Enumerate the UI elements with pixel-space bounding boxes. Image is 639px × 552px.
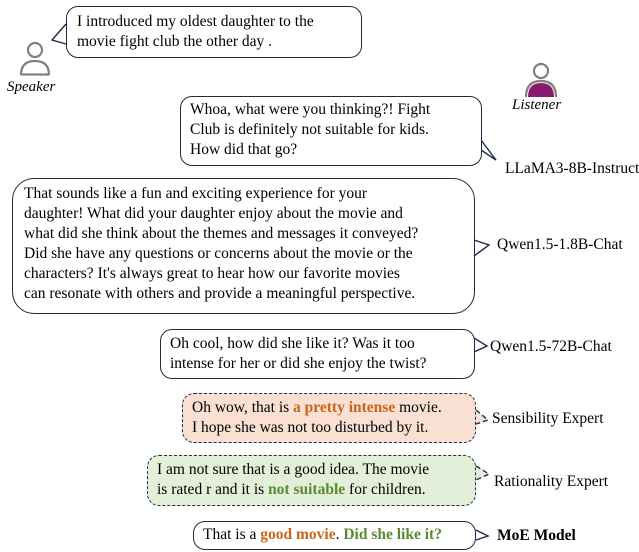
speaker-message-line: movie fight club the other day . xyxy=(77,33,272,50)
listener-person-icon xyxy=(524,62,558,98)
highlight-phrase: not suitable xyxy=(268,481,346,498)
model-label-llama: LLaMA3-8B-Instruct xyxy=(505,160,639,177)
speaker-person-icon xyxy=(19,41,51,76)
response-line: That sounds like a fun and exciting expe… xyxy=(24,185,368,202)
text-segment: movie. xyxy=(395,399,442,416)
response-line: what did she think about the themes and … xyxy=(24,225,419,242)
speaker-message-bubble: I introduced my oldest daughter to the m… xyxy=(66,6,362,58)
response-line: intense for her or did she enjoy the twi… xyxy=(170,355,427,372)
model-label-qwen-small: Qwen1.5-1.8B-Chat xyxy=(497,236,623,253)
tail-llama xyxy=(480,139,497,161)
response-line: can resonate with others and provide a m… xyxy=(24,285,416,302)
response-line: Whoa, what were you thinking?! Fight xyxy=(190,101,431,118)
text-segment: is rated r and it is xyxy=(157,481,269,498)
moe-response-bubble: That is a good movie. Did she like it? xyxy=(193,521,476,550)
highlight-phrase: a pretty intense xyxy=(293,399,396,416)
tail-qwen-large xyxy=(473,337,489,353)
highlight-phrase: good movie xyxy=(260,526,336,543)
model-label-rationality: Rationality Expert xyxy=(494,473,609,490)
response-line: characters? It's always great to hear ho… xyxy=(24,265,400,282)
text-segment: for children. xyxy=(345,481,426,498)
speaker-label: Speaker xyxy=(7,79,56,95)
speaker-message-line: I introduced my oldest daughter to the xyxy=(77,13,314,30)
tail-qwen-small xyxy=(473,239,491,257)
sensibility-response-bubble: Oh wow, that is a pretty intense movie. … xyxy=(182,393,476,443)
model-label-qwen-large: Qwen1.5-72B-Chat xyxy=(490,338,612,355)
text-segment: . xyxy=(335,526,344,543)
tail-rationality xyxy=(475,465,491,481)
response-line: Oh wow, that is a pretty intense movie. xyxy=(192,398,466,418)
response-line: Oh cool, how did she like it? Was it too xyxy=(170,335,415,352)
highlight-phrase: Did she like it? xyxy=(343,526,442,543)
response-line: Club is definitely not suitable for kids… xyxy=(190,121,429,138)
response-line: Did she have any questions or concerns a… xyxy=(24,245,413,262)
qwen-large-response-bubble: Oh cool, how did she like it? Was it too… xyxy=(160,329,475,379)
response-line: How did that go? xyxy=(190,141,298,158)
text-segment: That is a xyxy=(203,526,261,543)
model-label-moe: MoE Model xyxy=(497,527,576,544)
text-segment: Oh wow, that is xyxy=(192,399,294,416)
tail-sensibility xyxy=(475,409,490,425)
listener-label: Listener xyxy=(512,97,562,113)
model-label-sensibility: Sensibility Expert xyxy=(492,410,604,427)
qwen-small-response-bubble: That sounds like a fun and exciting expe… xyxy=(12,178,475,314)
tail-moe xyxy=(475,529,490,541)
rationality-response-bubble: I am not sure that is a good idea. The m… xyxy=(147,455,476,506)
speaker-bubble-tail xyxy=(50,23,67,45)
response-line: I am not sure that is a good idea. The m… xyxy=(157,461,430,478)
response-line: I hope she was not too disturbed by it. xyxy=(192,419,429,436)
llama-response-bubble: Whoa, what were you thinking?! Fight Clu… xyxy=(180,96,482,166)
response-line: That is a good movie. Did she like it? xyxy=(203,525,466,545)
response-line: is rated r and it is not suitable for ch… xyxy=(157,480,466,500)
response-line: daughter! What did your daughter enjoy a… xyxy=(24,205,403,222)
